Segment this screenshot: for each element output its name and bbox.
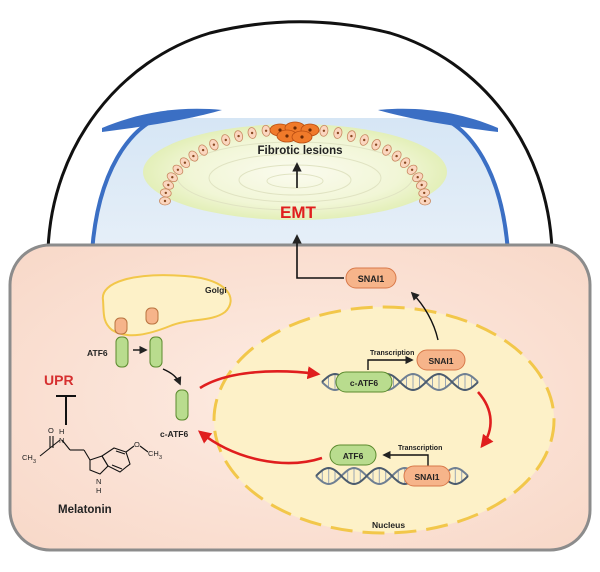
fibrotic-cluster [269,121,320,144]
epithelial-cell-nucleus [237,134,240,138]
atf6-cytoplasm: ATF6 c-ATF6 [87,336,189,439]
epithelial-cell-nucleus [363,138,366,142]
epithelial-cell-nucleus [183,161,187,164]
snai1-to-emt-arrow [292,234,344,279]
svg-text:SNAI1: SNAI1 [428,356,453,366]
svg-text:c-ATF6: c-ATF6 [160,429,188,439]
epithelial-cell-nucleus [416,176,419,179]
svg-text:Transcription: Transcription [398,445,442,452]
epithelial-cell-nucleus [171,176,174,179]
red-arrow-snai1-to-dna2 [477,391,494,449]
eye-illustration: Fibrotic lesions EMT [46,20,554,253]
epithelial-cell-nucleus [385,148,389,152]
melatonin-atoms: CH 3 O N H O CH 3 N H [22,426,162,495]
svg-text:H: H [59,427,64,436]
svg-text:SNAI1: SNAI1 [358,274,385,284]
transcription-lower: Transcription ATF6 SNAI1 [329,444,451,487]
svg-text:O: O [48,426,54,435]
svg-text:UPR: UPR [44,372,74,388]
fibrotic-lesions-label: Fibrotic lesions [258,145,343,157]
snai1-export-arrow [410,291,439,341]
svg-text:N: N [96,477,101,486]
epithelial-cell-nucleus [250,131,254,135]
svg-text:3: 3 [159,455,162,461]
snai1-protein-top: SNAI1 [345,267,397,289]
epithelial-cell-nucleus [264,129,268,132]
svg-text:H: H [96,486,101,495]
epithelial-cell-nucleus [192,154,195,158]
svg-text:ATF6: ATF6 [343,451,364,461]
epithelial-cell-nucleus [395,154,398,158]
epithelial-cell-nucleus [403,161,407,164]
epithelial-cell-nucleus [201,148,205,152]
iris-right [378,108,498,132]
svg-text:SNAI1: SNAI1 [414,472,439,482]
red-arrow-atf6-out [197,430,323,465]
nucleus-label: Nucleus [372,520,405,530]
svg-text:3: 3 [33,459,36,465]
svg-text:ATF6: ATF6 [87,348,108,358]
svg-text:c-ATF6: c-ATF6 [350,378,378,388]
epithelial-cell-nucleus [423,191,426,195]
transcription-upper: Transcription c-ATF6 SNAI1 [335,349,466,393]
upr-inhibition: UPR [44,372,76,425]
epithelial-cell-nucleus [410,168,414,171]
epithelial-cell-nucleus [164,191,167,195]
epithelial-cell-nucleus [176,168,180,171]
svg-text:CH: CH [22,453,33,462]
iris-left [102,108,222,132]
melatonin-label: Melatonin [58,504,112,516]
emt-label: EMT [280,203,317,222]
epithelial-cell-nucleus [350,134,353,138]
epithelial-cell-nucleus [167,183,170,187]
svg-text:Transcription: Transcription [370,350,414,357]
epithelial-cell-nucleus [336,131,340,135]
nucleus [212,305,556,535]
lens-epithelium [159,124,431,206]
epithelial-cell-nucleus [212,143,216,146]
epithelial-cell-nucleus [420,183,423,187]
epithelial-cell-nucleus [322,129,326,132]
epithelial-cell-nucleus [224,138,227,142]
epithelial-cell-nucleus [163,199,167,203]
lens [143,124,447,220]
svg-text:CH: CH [148,449,159,458]
epithelial-cell-nucleus [423,199,427,203]
epithelial-cell-nucleus [374,143,378,146]
golgi-apparatus: Golgi [101,274,232,337]
red-arrow-catf6-to-nucleus [199,366,321,390]
svg-text:O: O [134,440,140,449]
svg-text:Golgi: Golgi [205,285,227,295]
svg-text:N: N [59,436,64,445]
melatonin-structure [39,436,149,475]
